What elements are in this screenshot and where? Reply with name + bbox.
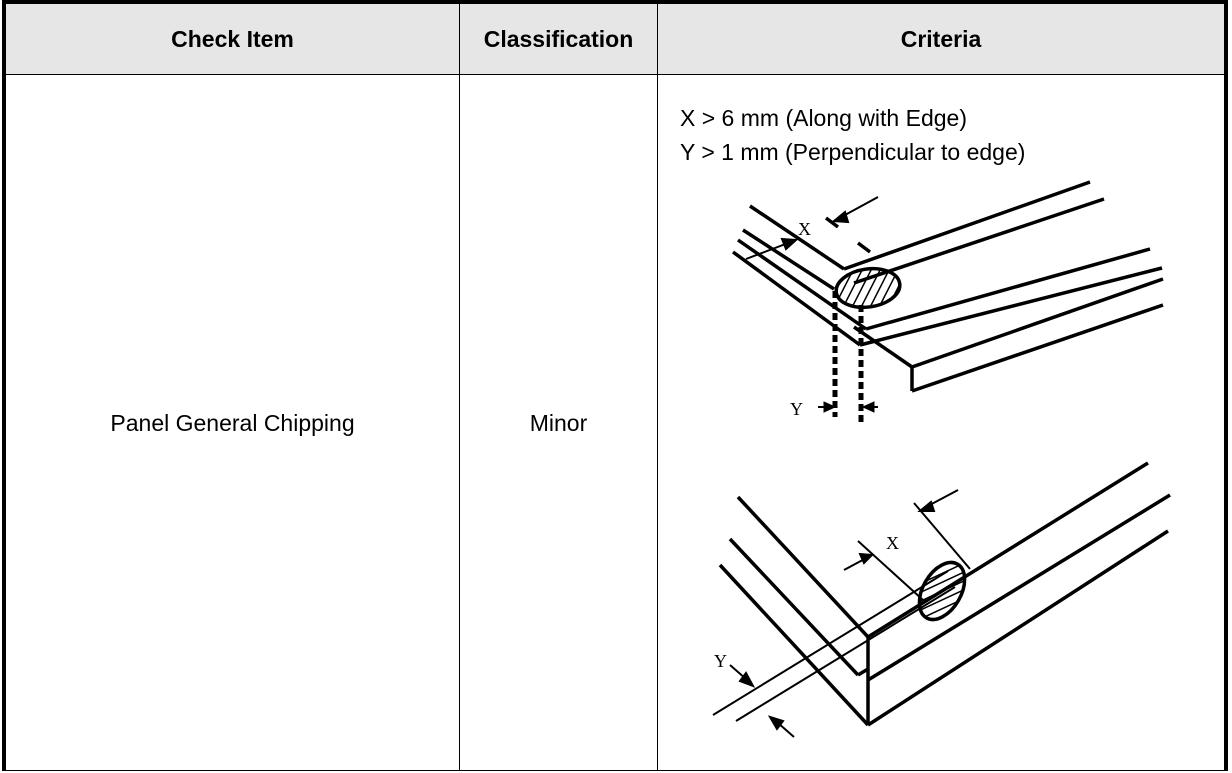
bottom-x-label: X bbox=[886, 533, 899, 553]
bottom-y-label: Y bbox=[714, 651, 727, 671]
top-y-label: Y bbox=[790, 399, 803, 419]
top-chipping-diagram bbox=[731, 180, 1164, 393]
top-chip-mark bbox=[834, 266, 902, 310]
criteria-line-x: X > 6 mm (Along with Edge) bbox=[680, 105, 967, 131]
chipping-diagram: X Y bbox=[712, 180, 1171, 738]
header-check-item: Check Item bbox=[171, 25, 294, 52]
cell-criteria: X > 6 mm (Along with Edge) Y > 1 mm (Per… bbox=[657, 75, 1224, 771]
bottom-y-dimension bbox=[712, 570, 956, 738]
top-x-dimension bbox=[745, 196, 879, 260]
cell-classification: Minor bbox=[459, 75, 657, 771]
header-classification: Classification bbox=[459, 4, 657, 74]
bottom-chip-mark bbox=[917, 560, 967, 622]
bottom-x-dimension bbox=[843, 489, 971, 601]
header-criteria: Criteria bbox=[657, 4, 1224, 74]
top-x-label: X bbox=[798, 219, 811, 239]
criteria-text: X > 6 mm (Along with Edge) Y > 1 mm (Per… bbox=[680, 101, 1025, 169]
bottom-chipping-diagram bbox=[718, 461, 1171, 727]
table-header-row bbox=[6, 4, 1224, 75]
cell-check-item: Panel General Chipping bbox=[110, 409, 355, 436]
top-y-dimension bbox=[818, 291, 878, 422]
criteria-line-y: Y > 1 mm (Perpendicular to edge) bbox=[680, 139, 1026, 165]
